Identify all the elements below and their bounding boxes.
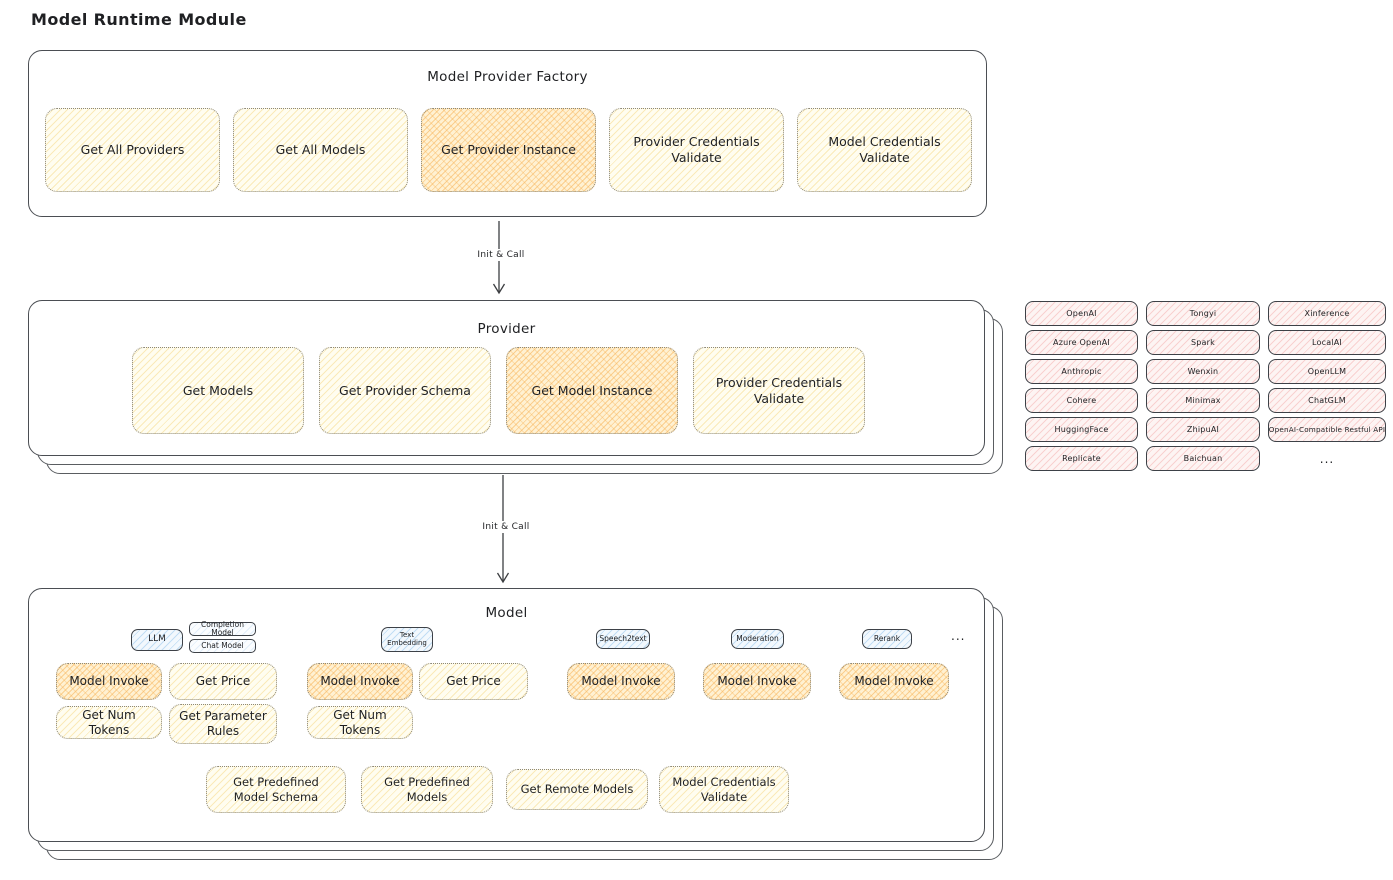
provider-button-row: Get Models Get Provider Schema Get Model… [132, 347, 865, 434]
get-models-button: Get Models [132, 347, 304, 434]
get-remote-models-button: Get Remote Models [506, 769, 648, 810]
provider-chip-chatglm: ChatGLM [1268, 388, 1386, 413]
moderation-model-invoke-button: Model Invoke [703, 663, 811, 700]
speech2text-model-invoke-button: Model Invoke [567, 663, 675, 700]
provider-list: OpenAI Tongyi Xinference Azure OpenAI Sp… [1025, 301, 1386, 471]
provider-chip-zhipuai: ZhipuAI [1146, 417, 1260, 442]
provider-chip-spark: Spark [1146, 330, 1260, 355]
embedding-get-price-button: Get Price [419, 663, 528, 700]
page-title: Model Runtime Module [31, 10, 247, 29]
model-credentials-validate-button: Model Credentials Validate [797, 108, 972, 192]
tabs-more-ellipsis: ... [951, 629, 966, 643]
provider-chip-wenxin: Wenxin [1146, 359, 1260, 384]
llm-get-price-button: Get Price [169, 663, 277, 700]
provider-list-more-ellipsis: ... [1319, 451, 1335, 466]
tab-rerank: Rerank [862, 629, 912, 649]
tab-completion-model: Completion Model [189, 620, 256, 637]
get-predefined-models-button: Get Predefined Models [361, 766, 493, 813]
tab-llm: LLM [131, 629, 183, 651]
factory-title: Model Provider Factory [427, 69, 588, 85]
provider-chip-azure-openai: Azure OpenAI [1025, 330, 1138, 355]
tab-moderation: Moderation [731, 629, 784, 649]
provider-chip-cohere: Cohere [1025, 388, 1138, 413]
get-all-providers-button: Get All Providers [45, 108, 220, 192]
get-provider-schema-button: Get Provider Schema [319, 347, 491, 434]
provider-panel: Provider Get Models Get Provider Schema … [28, 300, 985, 456]
rerank-model-invoke-button: Model Invoke [839, 663, 949, 700]
provider-chip-xinference: Xinference [1268, 301, 1386, 326]
init-call-label-2: Init & Call [467, 521, 545, 533]
factory-panel: Model Provider Factory Get All Providers… [28, 50, 987, 217]
provider-chip-baichuan: Baichuan [1146, 446, 1260, 471]
llm-get-num-tokens-button: Get Num Tokens [56, 706, 162, 739]
embedding-get-num-tokens-button: Get Num Tokens [307, 706, 413, 739]
provider-credentials-validate-button-2: Provider Credentials Validate [693, 347, 865, 434]
provider-title: Provider [477, 321, 536, 337]
embedding-model-invoke-button: Model Invoke [307, 663, 413, 700]
get-provider-instance-button: Get Provider Instance [421, 108, 596, 192]
provider-chip-openai: OpenAI [1025, 301, 1138, 326]
provider-chip-minimax: Minimax [1146, 388, 1260, 413]
get-model-instance-button: Get Model Instance [506, 347, 678, 434]
tab-speech2text: Speech2text [596, 629, 650, 649]
provider-chip-tongyi: Tongyi [1146, 301, 1260, 326]
model-credentials-validate-button-2: Model Credentials Validate [659, 766, 789, 813]
get-predefined-model-schema-button: Get Predefined Model Schema [206, 766, 346, 813]
model-title: Model [485, 605, 528, 621]
tab-chat-model: Chat Model [189, 639, 256, 653]
provider-chip-localai: LocalAI [1268, 330, 1386, 355]
provider-chip-replicate: Replicate [1025, 446, 1138, 471]
get-all-models-button: Get All Models [233, 108, 408, 192]
provider-chip-anthropic: Anthropic [1025, 359, 1138, 384]
tab-text-embedding: Text Embedding [381, 627, 433, 652]
provider-chip-openllm: OpenLLM [1268, 359, 1386, 384]
model-panel: Model LLM Completion Model Chat Model Te… [28, 588, 985, 842]
provider-credentials-validate-button: Provider Credentials Validate [609, 108, 784, 192]
provider-chip-openai-compatible: OpenAI-Compatible Restful API [1268, 417, 1386, 442]
llm-get-parameter-rules-button: Get Parameter Rules [169, 704, 277, 744]
llm-model-invoke-button: Model Invoke [56, 663, 162, 700]
factory-button-row: Get All Providers Get All Models Get Pro… [45, 108, 972, 192]
provider-chip-huggingface: HuggingFace [1025, 417, 1138, 442]
init-call-label-1: Init & Call [462, 249, 540, 261]
